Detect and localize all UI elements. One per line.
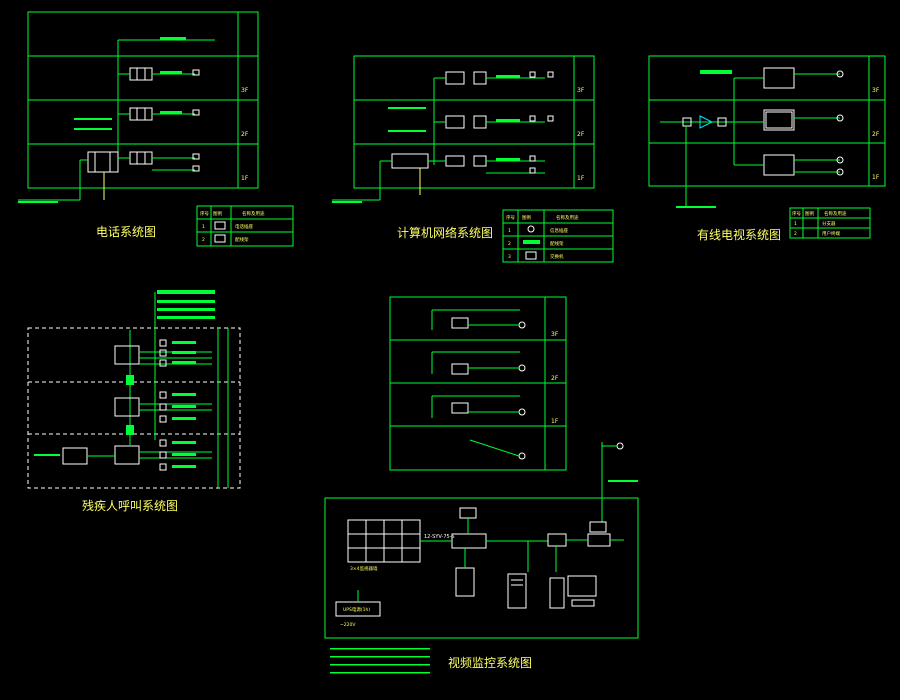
nurse-call-system-diagram: 残疾人呼叫系统图 (27, 290, 241, 513)
floor-label-1f: 1F (241, 175, 249, 182)
video-wall-label: 3×4监视器墙 (350, 565, 378, 572)
legend-row-name: 配线架 (235, 236, 249, 243)
legend-row-no: 3 (508, 254, 511, 260)
floor-label-1f: 1F (551, 418, 559, 425)
catv-legend-table: 序号 图例 名称及用途 1 分支器 2 用户终端 (789, 207, 871, 239)
cctv-diagram-title: 视频监控系统图 (448, 655, 532, 670)
catv-diagram-title: 有线电视系统图 (697, 227, 781, 242)
ups-label: UPS电源(1h) (343, 606, 370, 613)
legend-row-no: 2 (794, 231, 797, 237)
ac-power-label: ~220V (340, 622, 356, 628)
telephone-diagram-title: 电话系统图 (96, 225, 156, 239)
legend-row-name: 用户终端 (822, 230, 840, 237)
cctv-system-diagram: 3F 2F 1F (324, 296, 639, 674)
legend-row-name: 配线架 (550, 240, 564, 247)
telephone-system-diagram: 3F 2F 1F 电话系统图 (18, 11, 294, 247)
network-diagram-title: 计算机网络系统图 (397, 225, 493, 240)
legend-header-name: 名称及用途 (824, 210, 847, 217)
legend-row-name: 电话插座 (235, 223, 253, 230)
floor-label-2f: 2F (551, 375, 559, 382)
legend-header-symbol: 图例 (213, 210, 222, 217)
network-system-diagram: 3F 2F 1F (332, 55, 614, 263)
video-wall (347, 519, 421, 563)
legend-header-symbol: 图例 (805, 210, 814, 217)
legend-row-no: 2 (508, 241, 511, 247)
legend-header-no: 序号 (506, 214, 515, 221)
legend-header-name: 名称及用途 (242, 210, 265, 217)
floor-label-1f: 1F (872, 174, 880, 181)
floor-label-3f: 3F (872, 87, 880, 94)
floor-label-3f: 3F (551, 331, 559, 338)
legend-row-name: 分支器 (822, 220, 836, 227)
legend-row-name: 交换机 (550, 253, 564, 260)
legend-header-name: 名称及用途 (556, 214, 579, 221)
floor-label-3f: 3F (577, 87, 585, 94)
legend-row-no: 2 (202, 237, 205, 243)
workstation-pc (549, 575, 597, 609)
catv-system-diagram: 3F 2F 1F 有线电视系统图 序号 图例 (648, 55, 886, 242)
floor-label-2f: 2F (872, 131, 880, 138)
legend-header-symbol: 图例 (522, 214, 531, 221)
legend-header-no: 序号 (792, 210, 801, 217)
server-tower (507, 573, 527, 609)
legend-header-no: 序号 (200, 210, 209, 217)
legend-row-name: 信息插座 (550, 227, 568, 234)
floor-label-1f: 1F (577, 175, 585, 182)
legend-row-no: 1 (508, 228, 511, 234)
legend-row-no: 1 (794, 221, 797, 227)
legend-row-no: 1 (202, 224, 205, 230)
floor-label-3f: 3F (241, 87, 249, 94)
floor-label-2f: 2F (241, 131, 249, 138)
nurse-call-diagram-title: 残疾人呼叫系统图 (82, 498, 178, 513)
telephone-legend-table: 序号 图例 名称及用途 1 电话插座 2 配线架 (196, 205, 294, 247)
floor-label-2f: 2F (577, 131, 585, 138)
network-legend-table: 序号 图例 名称及用途 1 信息插座 2 配线架 3 交换机 (502, 209, 614, 263)
coax-cable-label: 12-SYV-75-5 (424, 534, 455, 540)
